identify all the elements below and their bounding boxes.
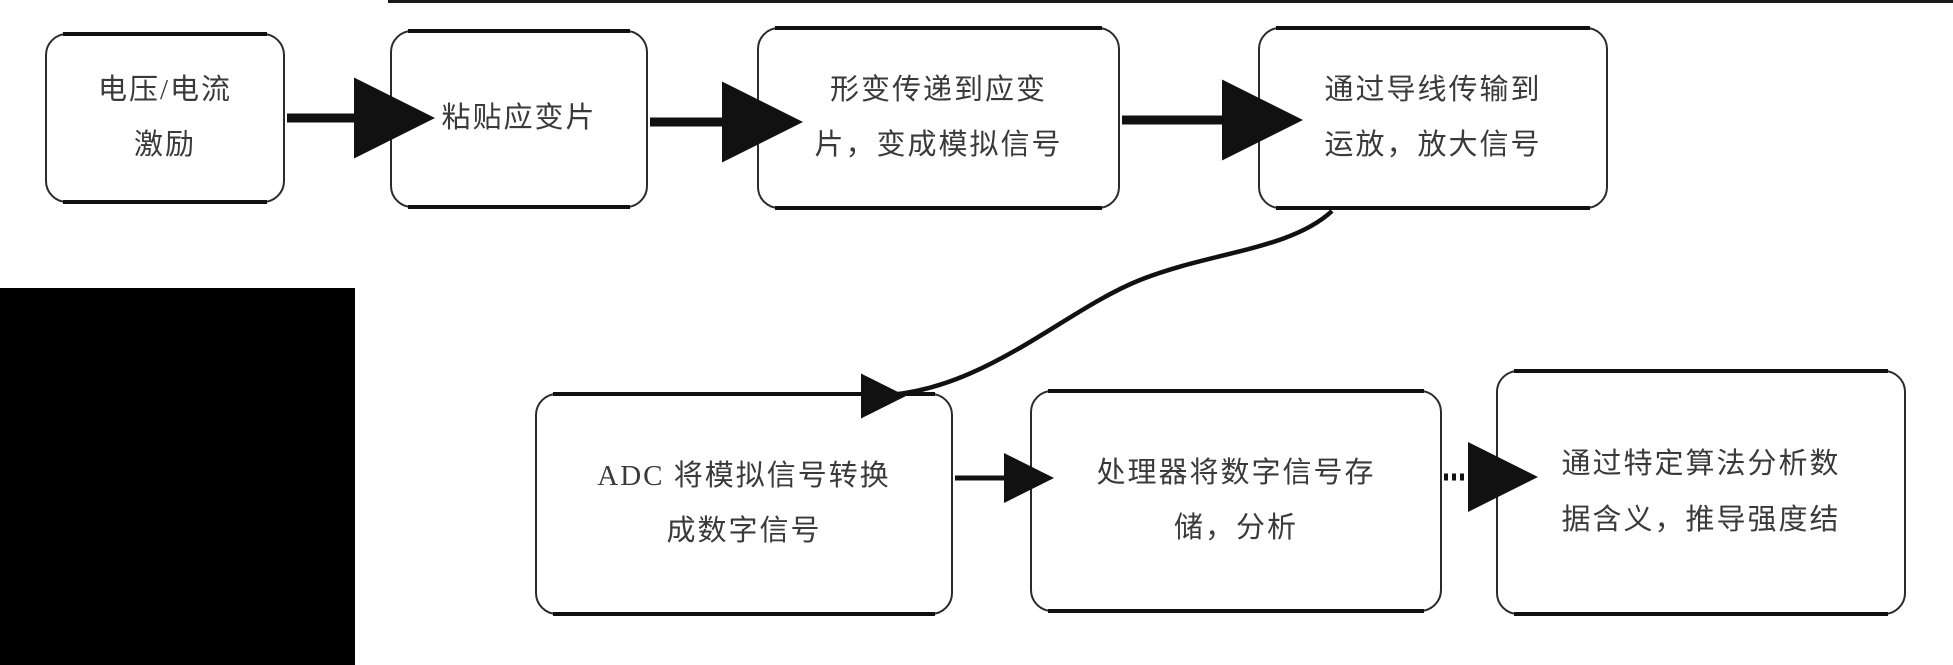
node-line: 片，变成模拟信号 — [814, 129, 1063, 161]
node-line: 通过导线传输到 — [1324, 73, 1542, 106]
node-line: 处理器将数字信号存 — [1096, 456, 1376, 489]
node-line: ADC 将模拟信号转换 — [597, 459, 891, 492]
top-rule-decoration — [388, 0, 1953, 3]
node-processor-store-analyze[interactable]: 处理器将数字信号存 储，分析 — [1030, 389, 1442, 613]
node-line: 运放，放大信号 — [1324, 129, 1542, 161]
black-rectangle-decoration — [0, 288, 355, 665]
node-line: 电压/电流 — [97, 73, 233, 106]
node-attach-strain-gauge[interactable]: 粘贴应变片 — [390, 29, 648, 209]
node-voltage-current-excitation[interactable]: 电压/电流 激励 — [45, 32, 285, 204]
arrow-n4-to-n5 — [860, 209, 1334, 419]
node-adc-analog-to-digital[interactable]: ADC 将模拟信号转换 成数字信号 — [535, 392, 953, 616]
node-line: 粘贴应变片 — [441, 102, 597, 135]
node-deformation-to-analog[interactable]: 形变传递到应变 片，变成模拟信号 — [757, 26, 1120, 210]
node-line: 通过特定算法分析数 — [1561, 448, 1841, 481]
node-line: 据含义，推导强度结 — [1561, 503, 1841, 536]
node-algorithm-derive-strength[interactable]: 通过特定算法分析数 据含义，推导强度结 — [1496, 369, 1906, 616]
node-line: 形变传递到应变 — [829, 73, 1047, 106]
node-line: 成数字信号 — [666, 515, 822, 547]
node-wire-to-opamp-amplify[interactable]: 通过导线传输到 运放，放大信号 — [1258, 26, 1608, 210]
node-line: 激励 — [133, 129, 196, 161]
node-line: 储，分析 — [1173, 512, 1298, 544]
